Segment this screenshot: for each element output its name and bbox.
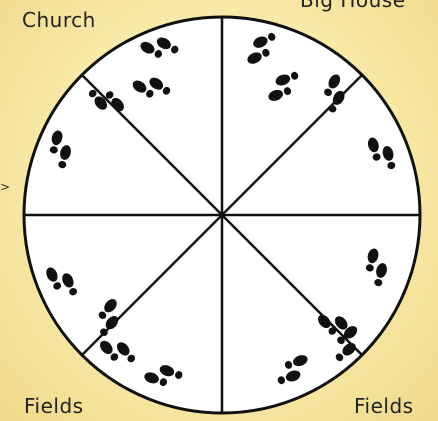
wheel-dividers [24, 17, 420, 413]
